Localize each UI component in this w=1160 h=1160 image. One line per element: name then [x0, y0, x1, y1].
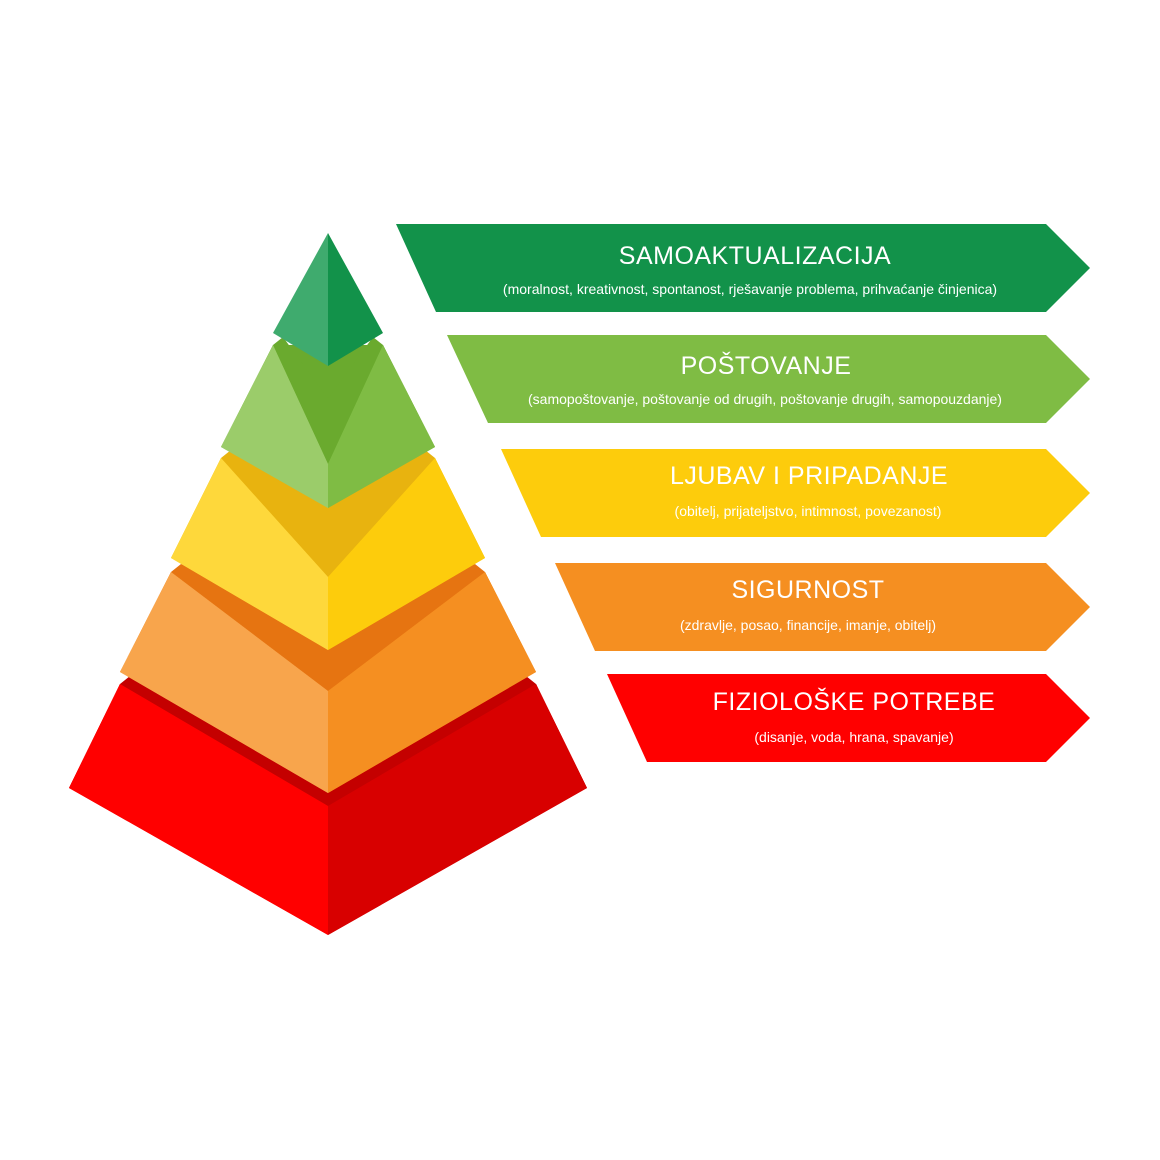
banner-level-1-arrow — [396, 224, 1090, 312]
banner-level-1: SAMOAKTUALIZACIJA (moralnost, kreativnos… — [396, 224, 1090, 312]
banner-level-2-title: POŠTOVANJE — [681, 351, 852, 380]
pyramid-level-5-left-face-front — [69, 684, 328, 935]
banner-level-4-title: SIGURNOST — [731, 576, 884, 604]
banner-level-3-arrow — [501, 449, 1090, 537]
banner-level-1-subtitle: (moralnost, kreativnost, spontanost, rje… — [503, 281, 997, 297]
pyramid-level-5-right-face-front — [328, 684, 587, 935]
pyramid — [69, 233, 587, 935]
pyramid-level-2-ledge — [273, 337, 383, 464]
banners: SAMOAKTUALIZACIJA (moralnost, kreativnos… — [396, 224, 1090, 762]
banner-level-5: FIZIOLOŠKE POTREBE (disanje, voda, hrana… — [607, 674, 1090, 762]
banner-level-3-subtitle: (obitelj, prijateljstvo, intimnost, pove… — [675, 503, 942, 519]
banner-level-3-title: LJUBAV I PRIPADANJE — [670, 462, 948, 490]
banner-level-5-arrow — [607, 674, 1090, 762]
pyramid-level-4-right-face-front — [328, 572, 536, 793]
pyramid-level-3-right-face-front — [328, 458, 485, 650]
banner-level-3: LJUBAV I PRIPADANJE (obitelj, prijateljs… — [501, 449, 1090, 537]
banner-level-2: POŠTOVANJE (samopoštovanje, poštovanje o… — [447, 335, 1090, 423]
pyramid-level-4-left-face-front — [120, 572, 328, 793]
banner-level-4: SIGURNOST (zdravlje, posao, financije, i… — [555, 563, 1090, 651]
banner-level-5-subtitle: (disanje, voda, hrana, spavanje) — [754, 729, 953, 745]
pyramid-level-2-left-face-front — [221, 345, 328, 508]
pyramid-level-3-left-face-front — [171, 458, 328, 650]
banner-level-2-subtitle: (samopoštovanje, poštovanje od drugih, p… — [528, 391, 1002, 407]
pyramid-level-3-ledge — [221, 450, 435, 577]
pyramid-level-1-left-face — [273, 233, 328, 366]
banner-level-1-title: SAMOAKTUALIZACIJA — [619, 242, 891, 270]
banner-level-4-arrow — [555, 563, 1090, 651]
banner-level-4-subtitle: (zdravlje, posao, financije, imanje, obi… — [680, 617, 936, 633]
banner-level-2-arrow — [447, 335, 1090, 423]
banner-level-5-title: FIZIOLOŠKE POTREBE — [713, 687, 996, 716]
pyramid-level-1-right-face — [328, 233, 383, 366]
pyramid-level-2-right-face-front — [328, 345, 435, 508]
